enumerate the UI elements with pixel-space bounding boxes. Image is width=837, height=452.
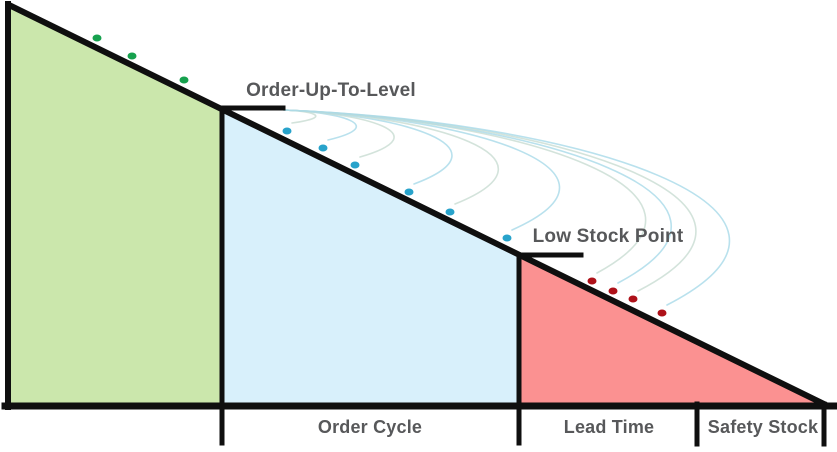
- order-up-to-level-label: Order-Up-To-Level: [246, 80, 416, 101]
- green-stock-dot: [179, 76, 189, 84]
- region-order-cycle: [222, 110, 519, 404]
- blue-stock-dot: [318, 144, 328, 152]
- stock-slope-line: [4, 0, 831, 410]
- blue-stock-dot: [350, 161, 360, 169]
- low-stock-point-label: Low Stock Point: [532, 226, 684, 247]
- blue-stock-dot: [282, 127, 292, 135]
- blue-stock-dot: [502, 234, 512, 242]
- green-stock-dot: [127, 52, 137, 60]
- red-stock-dot: [608, 287, 618, 295]
- red-stock-dot: [628, 295, 638, 303]
- blue-stock-dot: [445, 208, 455, 216]
- safety-stock-axis-label: Safety Stock: [707, 417, 819, 437]
- green-stock-dot: [92, 34, 102, 42]
- red-stock-dot: [657, 309, 667, 317]
- red-stock-dot: [587, 277, 597, 285]
- replenishment-arc: [283, 109, 731, 306]
- region-green-stock: [10, 6, 222, 404]
- lead-time-axis-label: Lead Time: [563, 417, 655, 437]
- blue-stock-dot: [404, 188, 414, 196]
- order-cycle-axis-label: Order Cycle: [317, 417, 423, 437]
